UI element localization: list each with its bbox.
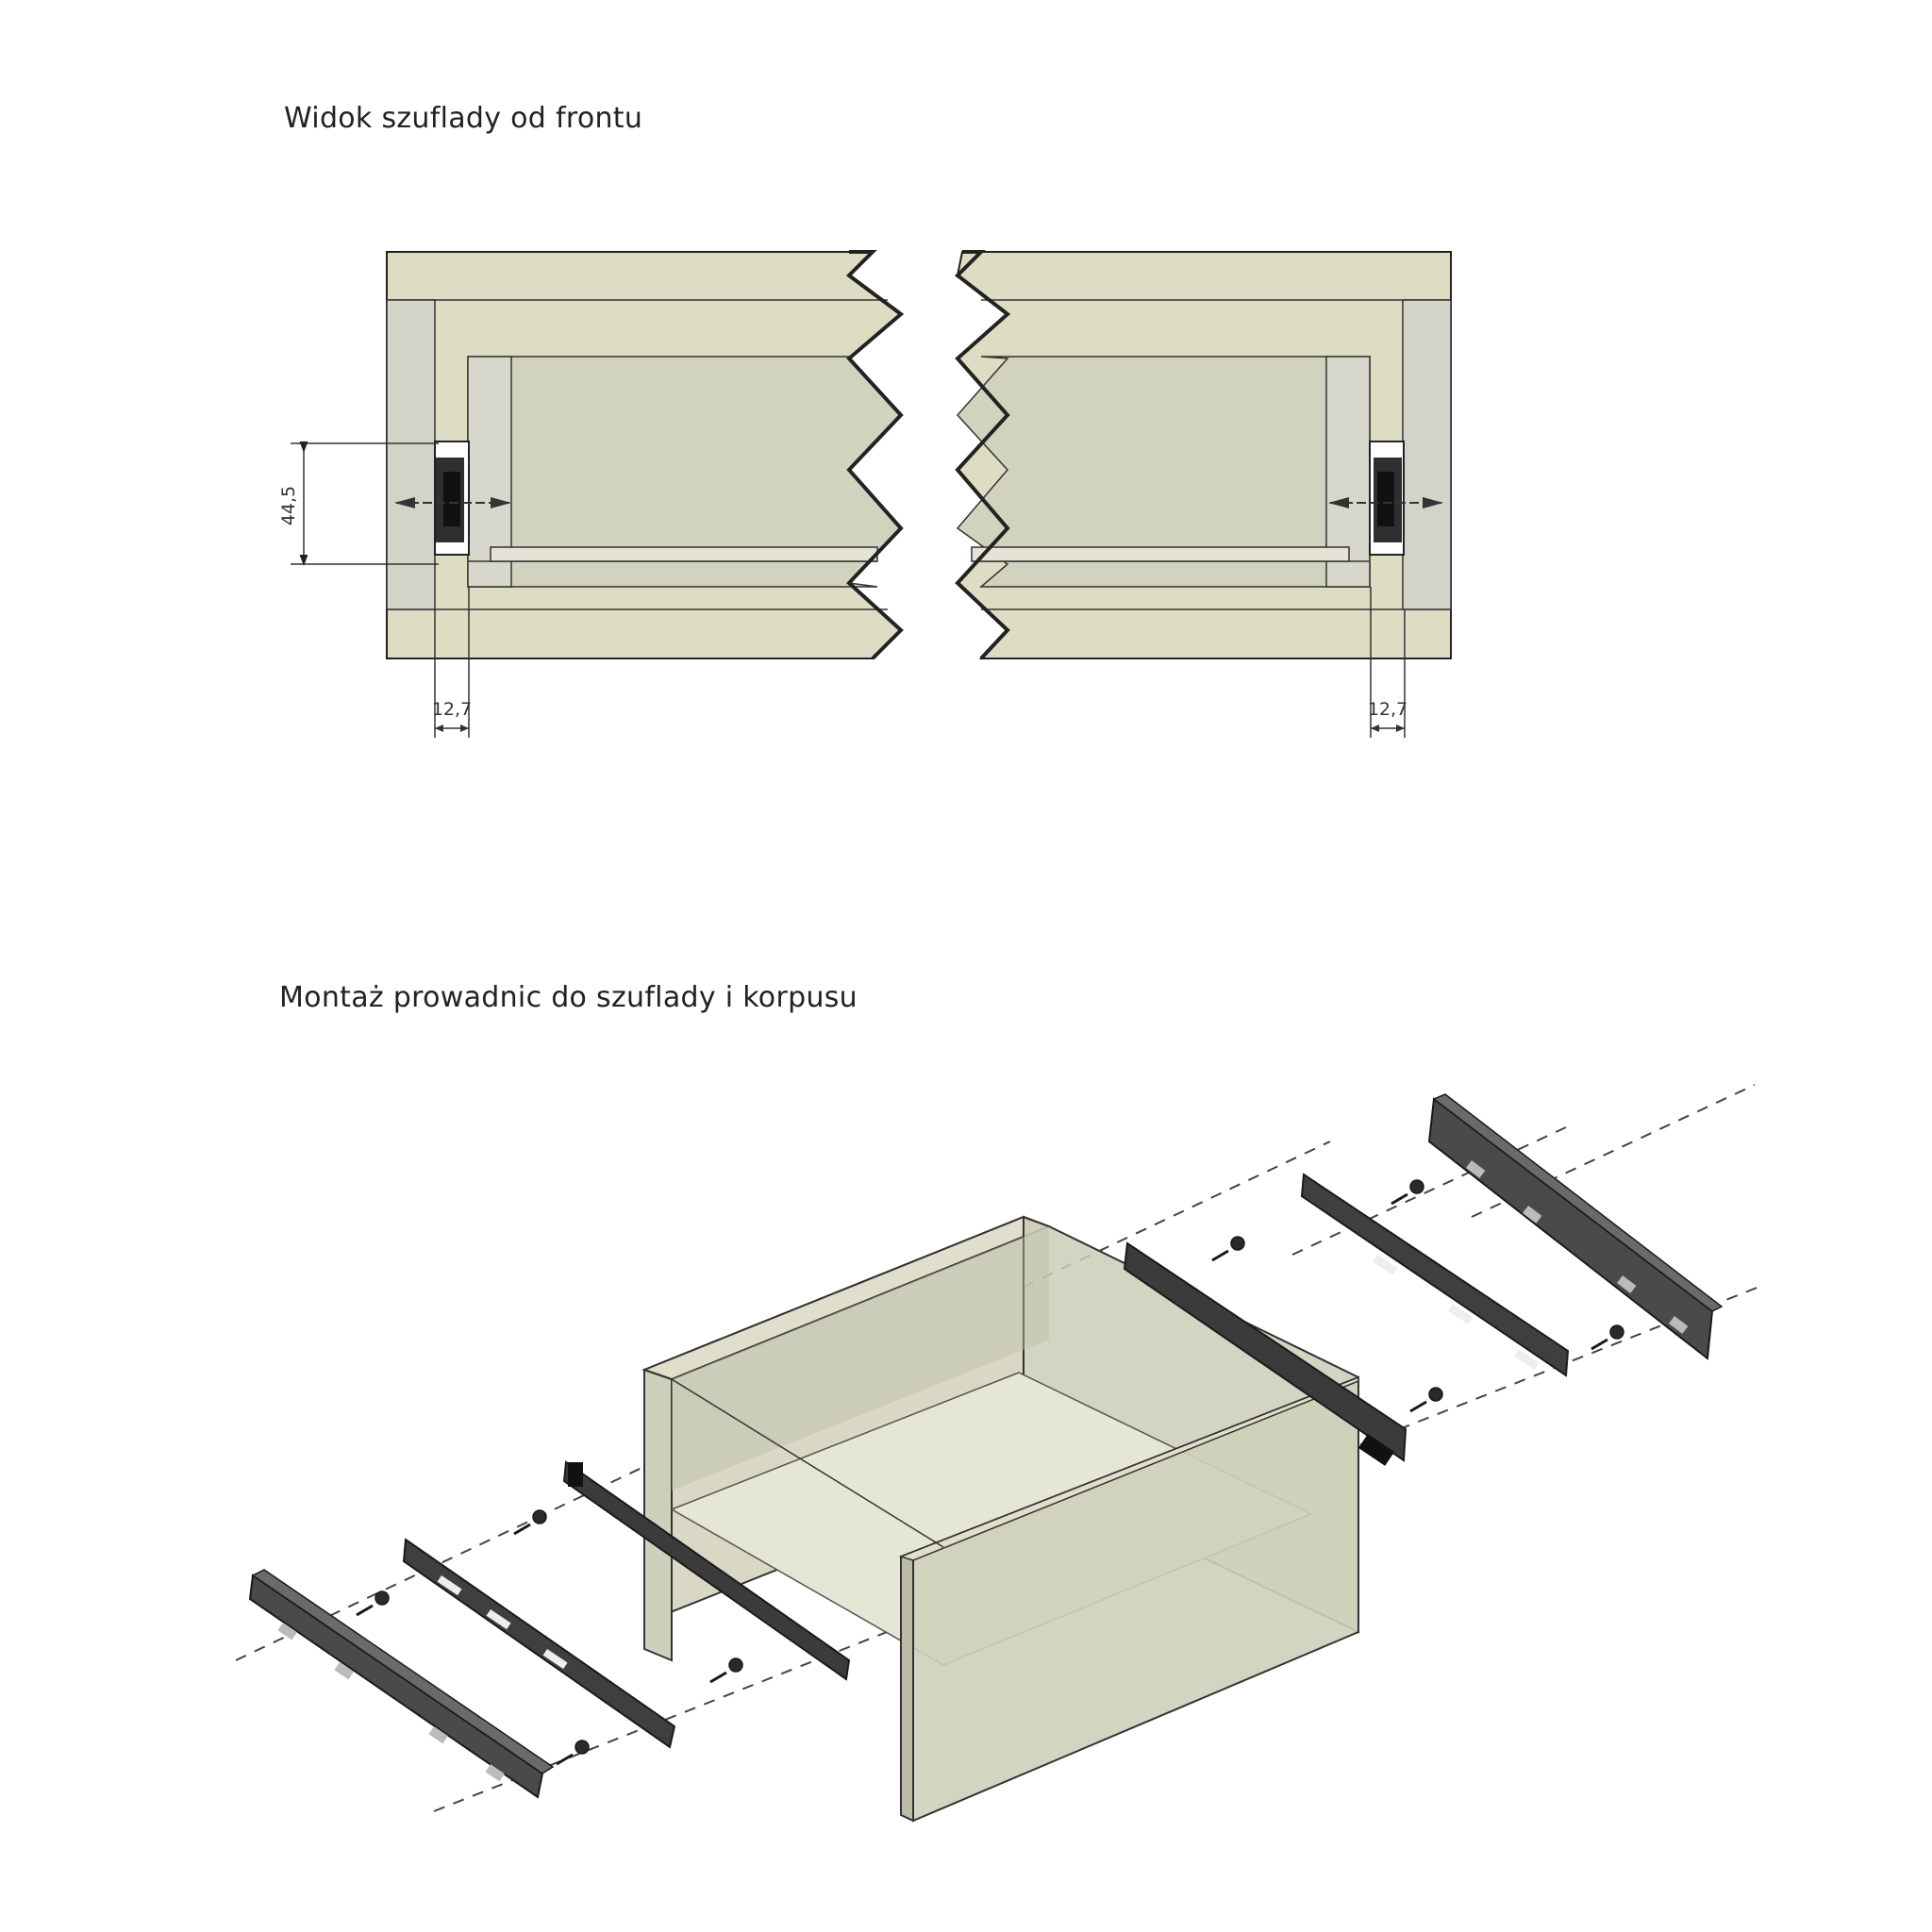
assembly-title: Montaż prowadnic do szuflady i korpusu [279, 981, 858, 1014]
drawer-left-bottom [490, 546, 878, 562]
dimension-12-7-right-label: 12,7 [1368, 699, 1407, 720]
cabinet-right-half [954, 250, 1452, 660]
drawer-rail-left-inner [562, 1460, 851, 1681]
screw-icon [1391, 1179, 1424, 1206]
rail-right [1328, 441, 1443, 556]
cabinet-left-side-panel [386, 299, 436, 610]
screws [356, 1179, 1624, 1766]
drawer-left-panel [643, 1368, 673, 1662]
drawer-rail-right-inner [1123, 1241, 1407, 1466]
drawer-rail-left-middle [402, 1538, 676, 1749]
drawer-box [641, 1215, 1359, 1823]
screw-icon [1211, 1236, 1245, 1262]
assembly-diagram [235, 1084, 1765, 1823]
screw-icon [709, 1657, 743, 1684]
screw-icon [1409, 1387, 1443, 1413]
screw-icon [356, 1591, 390, 1617]
rail-left [394, 441, 511, 556]
drawer-right-bottom [971, 546, 1350, 562]
cabinet-left-half [386, 250, 905, 660]
cabinet-right-side-panel [1402, 299, 1452, 610]
dimension-left-clearance: 12,7 [432, 587, 472, 738]
dimension-right-clearance: 12,7 [1368, 587, 1407, 738]
front-view-title: Widok szuflady od frontu [284, 102, 643, 135]
dimension-12-7-left-label: 12,7 [432, 699, 472, 720]
cabinet-rail-right-outer [1427, 1093, 1724, 1360]
cabinet-rail-left-outer [248, 1569, 555, 1799]
dimension-44-5-label: 44,5 [278, 486, 299, 525]
screw-icon [513, 1509, 547, 1536]
screw-icon [556, 1740, 590, 1766]
drawer-rail-right-middle [1300, 1173, 1570, 1377]
dimension-rail-height: 44,5 [278, 441, 439, 566]
screw-icon [1591, 1324, 1624, 1351]
